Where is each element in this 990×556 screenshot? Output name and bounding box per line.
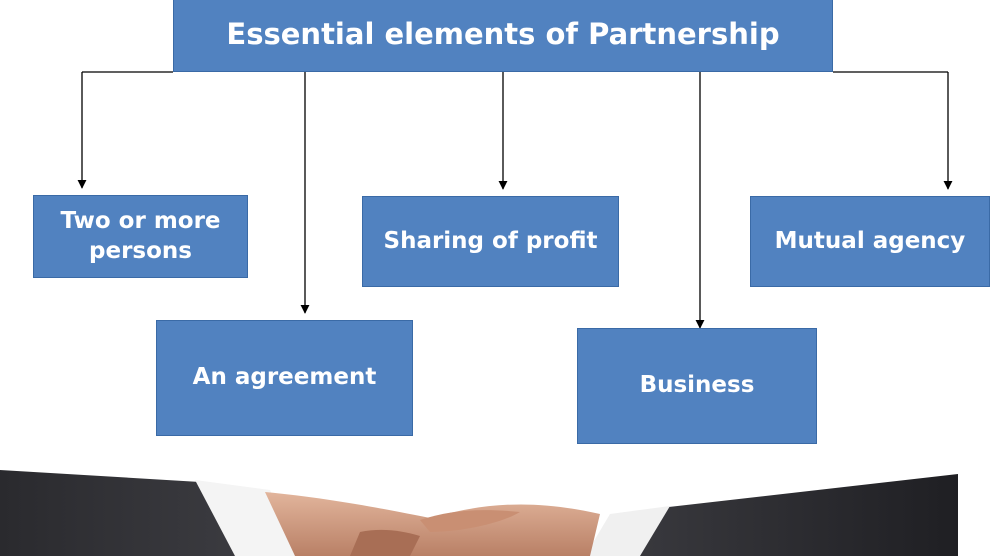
- element-box-business: Business: [577, 328, 817, 444]
- element-label-agreement: An agreement: [192, 364, 377, 391]
- diagram-title: Essential elements of Partnership: [173, 0, 833, 72]
- element-box-agreement: An agreement: [156, 320, 413, 436]
- element-label-business: Business: [639, 372, 755, 399]
- right-cuff: [585, 506, 670, 556]
- element-label-agency: Mutual agency: [774, 227, 966, 254]
- element-label-profit: Sharing of profit: [383, 227, 598, 254]
- element-box-agency: Mutual agency: [750, 196, 990, 287]
- element-box-persons: Two or more persons: [33, 195, 248, 278]
- left-sleeve: [0, 470, 240, 556]
- handshake-photo: [0, 470, 958, 556]
- connector-lines: [77, 71, 953, 329]
- thumb: [420, 510, 520, 532]
- diagram-title-text: Essential elements of Partnership: [226, 17, 780, 52]
- knuckles: [350, 529, 420, 556]
- element-label-persons: Two or more persons: [60, 207, 221, 264]
- right-sleeve: [620, 474, 958, 556]
- element-box-profit: Sharing of profit: [362, 196, 619, 287]
